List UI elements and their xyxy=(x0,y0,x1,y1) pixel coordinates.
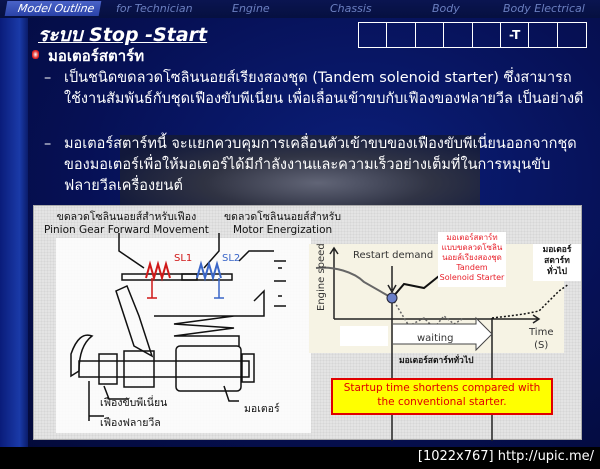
background-photo xyxy=(120,135,480,215)
conventional-label: มอเตอร์สตาร์ททั่วไป xyxy=(399,356,474,366)
y-axis-label: Engine speed xyxy=(316,243,327,311)
waiting-arrow xyxy=(393,316,493,352)
top-nav: Model Outline for Technician Engine Chas… xyxy=(0,0,600,18)
model-box[interactable] xyxy=(473,23,501,47)
nav-body-electrical[interactable]: Body Electrical xyxy=(503,2,585,15)
callout-text: Startup time shortens compared with the … xyxy=(343,382,541,408)
model-box[interactable] xyxy=(359,23,388,47)
section-heading: มอเตอร์สตาร์ท xyxy=(48,47,145,65)
starter-mechanism xyxy=(70,233,286,421)
waiting-text: waiting xyxy=(417,333,453,344)
watermark: [1022x767] http://upic.me/ xyxy=(417,449,594,464)
starter-diagram: SL1 SL2 Restart demand waiting Engine sp… xyxy=(56,232,581,441)
model-boxes: -T xyxy=(358,22,588,48)
callout-box xyxy=(331,378,553,415)
motor-label: มอเตอร์ xyxy=(244,403,280,415)
point-2: –มอเตอร์สตาร์ทนี้ จะแยกควบคุมการเคลื่อนต… xyxy=(44,136,577,194)
conventional-restart-line xyxy=(491,283,570,319)
nav-for-technician[interactable]: for Technician xyxy=(116,2,193,15)
conventional-note: มอเตอร์ สตาร์ท ทั่วไป xyxy=(542,245,572,277)
flywheel-label: เฟืองฟลายวีล xyxy=(100,417,161,429)
x-axis-label: Time (S) xyxy=(529,327,554,351)
nav-body[interactable]: Body xyxy=(432,2,460,15)
engine-speed-line xyxy=(315,266,393,299)
slide-left-bar xyxy=(0,18,28,447)
point-1-text: เป็นชนิดขดลวดโซลินนอยส์เรียงสองชุด (Tand… xyxy=(64,70,584,107)
sl2-text: SL2 xyxy=(222,253,240,264)
model-box-t[interactable]: -T xyxy=(501,23,530,47)
page-title: ระบบ Stop -Start xyxy=(38,24,208,46)
model-box[interactable] xyxy=(558,23,586,47)
restart-point xyxy=(386,292,398,304)
model-box[interactable] xyxy=(444,23,473,47)
bullet-icon xyxy=(32,50,39,59)
nav-engine[interactable]: Engine xyxy=(232,2,270,15)
tandem-restart-line xyxy=(391,275,440,299)
sl1-text: SL1 xyxy=(174,253,192,264)
point-1: –เป็นชนิดขดลวดโซลินนอยส์เรียงสองชุด (Tan… xyxy=(44,70,584,107)
tandem-note: มอเตอร์สตาร์ท แบบขดลวดโซลิน นอยส์เรียงสอ… xyxy=(439,233,505,282)
nav-model-outline[interactable]: Model Outline xyxy=(4,1,102,16)
slide: Model Outline for Technician Engine Chas… xyxy=(0,0,600,447)
sl1-coil-icon xyxy=(145,260,171,282)
sl2-coil-icon xyxy=(196,260,222,282)
model-box[interactable] xyxy=(416,23,445,47)
nav-chassis[interactable]: Chassis xyxy=(330,2,372,15)
model-box[interactable] xyxy=(387,23,416,47)
pinion-label: เฟืองขับพีเนี่ยน xyxy=(100,397,168,409)
point-2-text: มอเตอร์สตาร์ทนี้ จะแยกควบคุมการเคลื่อนตั… xyxy=(64,136,577,194)
restart-demand-text: Restart demand xyxy=(353,250,433,261)
model-box[interactable] xyxy=(529,23,558,47)
